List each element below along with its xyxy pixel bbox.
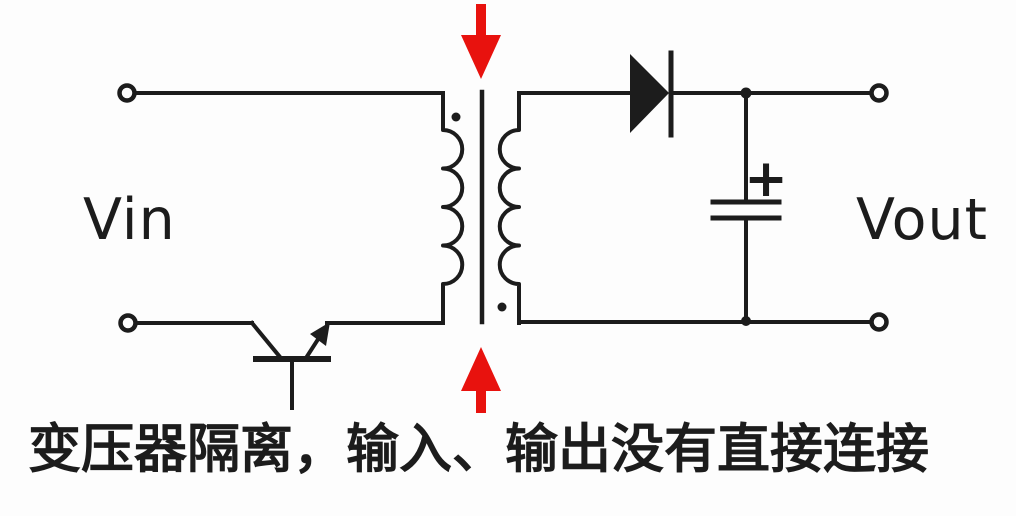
isolation-arrow-bottom — [461, 347, 501, 413]
filled-symbols-group — [310, 54, 752, 346]
capacitor-plus-sign: + — [744, 148, 788, 209]
input-terminal-top — [117, 83, 137, 103]
secondary-polarity-dot — [497, 302, 507, 312]
isolation-arrow-bottom-shape — [461, 347, 501, 413]
primary-polarity-dot — [451, 112, 461, 122]
caption-text: 变压器隔离，输入、输出没有直接连接 — [28, 419, 929, 480]
wire-group — [132, 50, 874, 410]
transistor-collector — [249, 320, 283, 360]
junction-dot-bottom — [741, 316, 751, 326]
output-terminal-top — [869, 83, 889, 103]
transformer-secondary-winding — [497, 91, 521, 325]
transistor-emitter-arrow — [310, 322, 330, 346]
isolation-arrow-top-shape — [461, 4, 501, 79]
transformer-primary-winding — [441, 91, 465, 325]
diode-triangle — [630, 54, 669, 133]
vin-label: Vin — [83, 187, 176, 253]
isolation-arrow-top — [461, 4, 501, 79]
terminals-group — [117, 83, 889, 333]
input-terminal-bottom — [118, 313, 138, 333]
output-terminal-bottom — [869, 312, 889, 332]
vout-label: Vout — [856, 187, 988, 253]
junction-dot-top — [740, 87, 752, 99]
